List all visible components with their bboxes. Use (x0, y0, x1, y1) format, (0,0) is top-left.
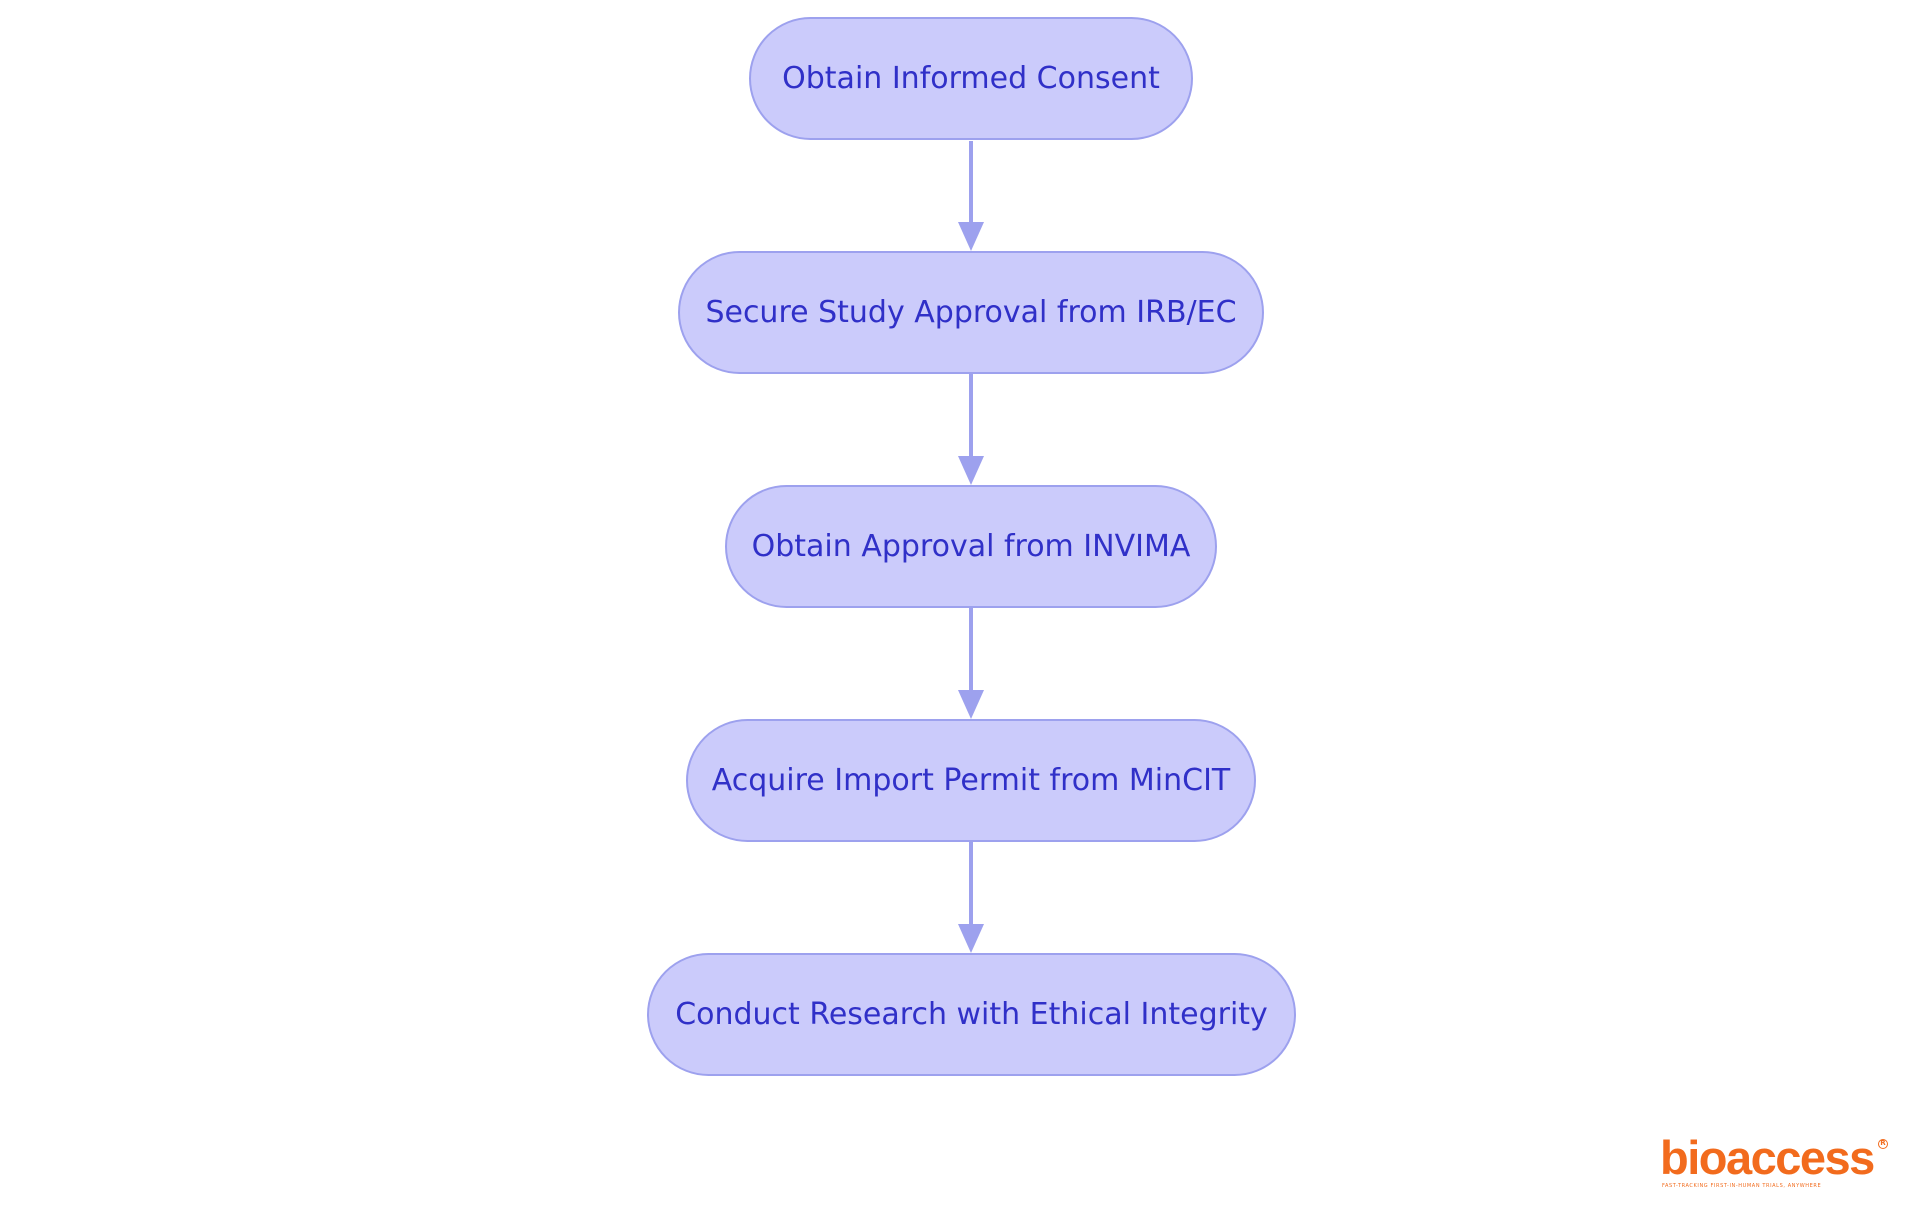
arrow-head-n4-n5 (958, 924, 984, 953)
flow-node-informed-consent: Obtain Informed Consent (749, 17, 1193, 140)
logo-wordmark: bioaccess (1660, 1131, 1875, 1184)
arrow-head-n1-n2 (958, 222, 984, 251)
logo-tagline: FAST-TRACKING FIRST-IN-HUMAN TRIALS, ANY… (1662, 1183, 1822, 1189)
flow-node-import-permit: Acquire Import Permit from MinCIT (686, 719, 1256, 842)
registered-mark-icon: R (1878, 1139, 1888, 1149)
bioaccess-logo: bioaccess R FAST-TRACKING FIRST-IN-HUMAN… (1660, 1133, 1890, 1195)
flow-node-invima-approval: Obtain Approval from INVIMA (725, 485, 1217, 608)
arrow-head-n2-n3 (958, 456, 984, 485)
arrow-head-n3-n4 (958, 690, 984, 719)
flow-node-irb-approval: Secure Study Approval from IRB/EC (678, 251, 1264, 374)
flow-node-conduct-research: Conduct Research with Ethical Integrity (647, 953, 1296, 1076)
